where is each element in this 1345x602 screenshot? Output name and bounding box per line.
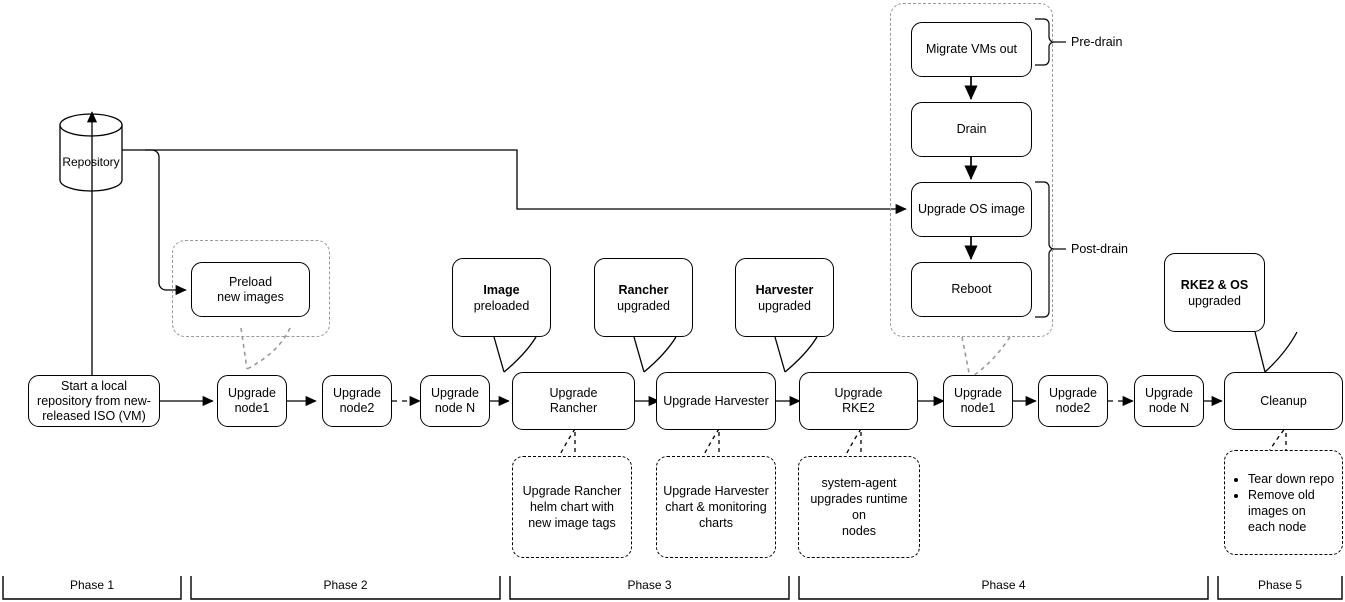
drain-box[interactable]: Drain — [911, 102, 1032, 157]
upgrade-nodeN-p4-box[interactable]: Upgrade node N — [1134, 375, 1204, 427]
note-upgrade-rke2-label: system-agent upgrades runtime on nodes — [810, 476, 908, 538]
migrate-vms-out-label: Migrate VMs out — [925, 42, 1017, 56]
note-cleanup-item-1: Remove old images on each node — [1248, 487, 1336, 535]
note-upgrade-harvester: Upgrade Harvester chart & monitoring cha… — [656, 456, 776, 558]
callout-image-preloaded: Image preloaded — [452, 258, 551, 337]
upgrade-rke2-box[interactable]: Upgrade RKE2 — [799, 372, 918, 430]
upgrade-nodeN-p4-label: Upgrade node N — [1145, 386, 1193, 415]
start-local-repo-label: Start a local repository from new- relea… — [37, 378, 151, 423]
reboot-label: Reboot — [951, 282, 992, 296]
callout-harvester-upgraded-rest: upgraded — [758, 298, 811, 313]
phase-4-label: Phase 4 — [981, 578, 1026, 592]
callout-rke2-os-upgraded: RKE2 & OS upgraded — [1164, 253, 1265, 332]
upgrade-harvester-box[interactable]: Upgrade Harvester — [656, 372, 776, 430]
callout-rancher-upgraded-bold: Rancher — [618, 282, 669, 297]
upgrade-node2-p2-label: Upgrade node2 — [333, 386, 381, 415]
preload-new-images-box[interactable]: Preload new images — [191, 262, 310, 317]
phase-1-label: Phase 1 — [69, 578, 115, 592]
phase-2-bar: Phase 2 — [191, 578, 500, 592]
node-upgrade-group — [890, 3, 1053, 337]
note-cleanup: Tear down repo Remove old images on each… — [1224, 450, 1343, 555]
upgrade-node1-p4-box[interactable]: Upgrade node1 — [943, 375, 1013, 427]
callout-harvester-upgraded-bold: Harvester — [755, 282, 814, 297]
note-upgrade-rancher-label: Upgrade Rancher helm chart with new imag… — [522, 484, 622, 530]
pre-drain-label: Pre-drain — [1071, 35, 1123, 49]
upgrade-nodeN-p2-box[interactable]: Upgrade node N — [420, 375, 490, 427]
upgrade-harvester-label: Upgrade Harvester — [663, 393, 769, 408]
migrate-vms-out-box[interactable]: Migrate VMs out — [911, 22, 1032, 77]
preload-group — [172, 240, 330, 337]
callout-rke2-os-upgraded-bold: RKE2 & OS — [1180, 277, 1249, 292]
phase-3-label: Phase 3 — [627, 578, 672, 592]
upgrade-node1-p4-label: Upgrade node1 — [954, 386, 1002, 415]
post-drain-label: Post-drain — [1071, 242, 1128, 256]
cleanup-label: Cleanup — [1260, 393, 1307, 408]
upgrade-rancher-box[interactable]: Upgrade Rancher — [512, 372, 635, 430]
phase-5-label: Phase 5 — [1257, 578, 1303, 592]
reboot-box[interactable]: Reboot — [911, 262, 1032, 317]
callout-image-preloaded-bold: Image — [483, 282, 520, 297]
preload-new-images-label: Preload new images — [217, 274, 284, 304]
upgrade-node1-p2-box[interactable]: Upgrade node1 — [217, 375, 287, 427]
drain-label: Drain — [956, 122, 987, 136]
upgrade-os-image-box[interactable]: Upgrade OS image — [911, 182, 1032, 237]
note-upgrade-rancher: Upgrade Rancher helm chart with new imag… — [512, 456, 632, 558]
phase-5-bar: Phase 5 — [1218, 578, 1342, 592]
upgrade-nodeN-p2-label: Upgrade node N — [431, 386, 479, 415]
phase-1-bar: Phase 1 — [3, 578, 181, 592]
note-cleanup-item-0: Tear down repo — [1248, 471, 1336, 487]
note-upgrade-harvester-label: Upgrade Harvester chart & monitoring cha… — [663, 484, 769, 530]
callout-harvester-upgraded: Harvester upgraded — [735, 258, 834, 337]
callout-image-preloaded-rest: preloaded — [473, 298, 530, 313]
upgrade-rke2-label: Upgrade RKE2 — [834, 386, 883, 415]
cleanup-box[interactable]: Cleanup — [1224, 372, 1343, 430]
upgrade-os-image-label: Upgrade OS image — [917, 202, 1025, 216]
upgrade-rancher-label: Upgrade Rancher — [549, 386, 598, 415]
upgrade-node2-p2-box[interactable]: Upgrade node2 — [322, 375, 392, 427]
callout-rancher-upgraded: Rancher upgraded — [594, 258, 693, 337]
start-local-repo-box[interactable]: Start a local repository from new- relea… — [28, 375, 160, 427]
upgrade-node1-p2-label: Upgrade node1 — [228, 386, 276, 415]
note-upgrade-rke2: system-agent upgrades runtime on nodes — [798, 456, 920, 558]
upgrade-node2-p4-label: Upgrade node2 — [1049, 386, 1097, 415]
callout-rancher-upgraded-rest: upgraded — [617, 298, 670, 313]
phase-4-bar: Phase 4 — [799, 578, 1208, 592]
upgrade-node2-p4-box[interactable]: Upgrade node2 — [1038, 375, 1108, 427]
repository-cylinder-icon — [59, 113, 123, 192]
callout-rke2-os-upgraded-rest: upgraded — [1188, 293, 1241, 308]
phase-2-label: Phase 2 — [323, 578, 368, 592]
phase-3-bar: Phase 3 — [510, 578, 789, 592]
